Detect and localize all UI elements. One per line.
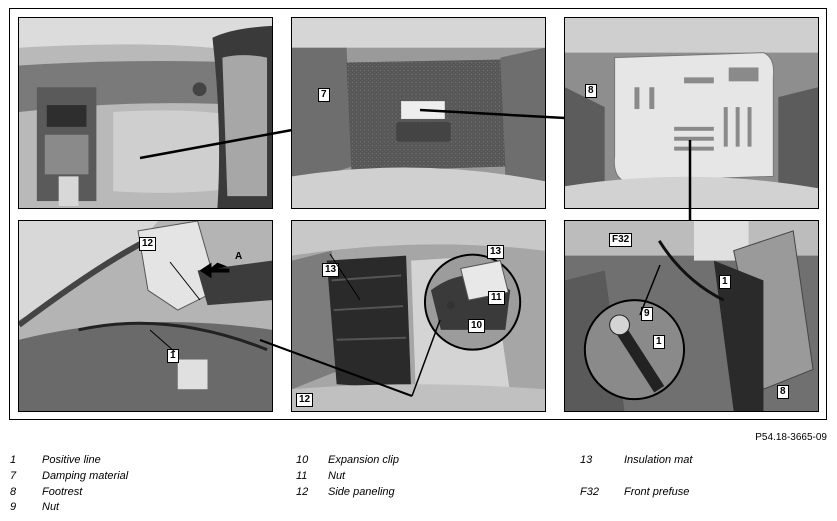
- callout-10: 10: [468, 319, 486, 333]
- callout-1-top: 1: [719, 275, 731, 289]
- callout-12: 12: [139, 237, 157, 251]
- figure-reference: P54.18-3665-09: [755, 432, 827, 443]
- panel-insulation-mat: 13 13 11 10 12: [291, 220, 546, 412]
- callout-13-right: 13: [487, 245, 505, 259]
- callout-13-left: 13: [322, 263, 340, 277]
- callout-8-bottom: 8: [777, 385, 789, 399]
- callout-11: 11: [488, 291, 505, 305]
- panel-dashboard: [18, 17, 273, 209]
- callout-9: 9: [641, 307, 653, 321]
- panel-footrest: 8: [564, 17, 819, 209]
- callout-F32: F32: [609, 233, 633, 247]
- callout-12-bottom: 12: [296, 393, 314, 407]
- panel-front-prefuse: F32 1 9 1 8: [564, 220, 819, 412]
- callout-8: 8: [585, 84, 597, 98]
- callout-1: 1: [167, 349, 179, 363]
- callout-7: 7: [318, 88, 330, 102]
- callout-A: A: [235, 251, 243, 262]
- panel-damping-material: 7: [291, 17, 546, 209]
- panel-side-paneling: 12 A 1: [18, 220, 273, 412]
- callout-1-circle: 1: [653, 335, 665, 349]
